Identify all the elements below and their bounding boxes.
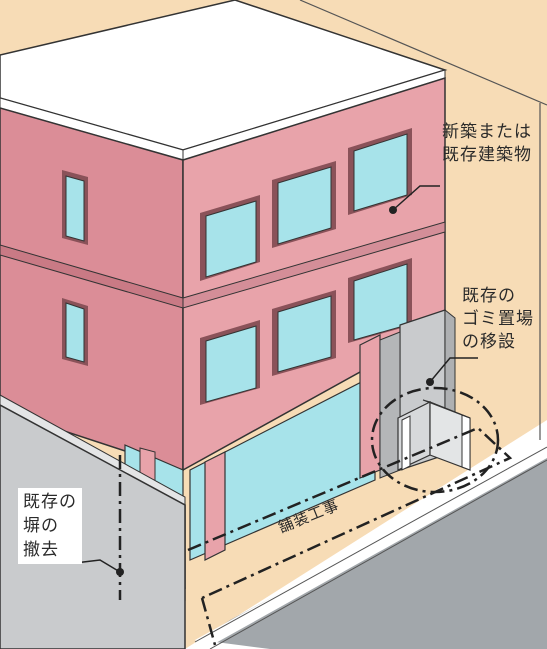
leader-building [392, 185, 440, 211]
label-garbage-line3: の移設 [462, 332, 516, 352]
label-garbage-line2: ゴミ置場 [462, 309, 534, 329]
leader-fence [74, 559, 121, 573]
leader-garbage [429, 357, 478, 383]
garbage-bin [397, 399, 471, 471]
window-row-upper [200, 128, 412, 281]
storefront-glass [189, 374, 376, 561]
label-building: 新築または 既存建築物 [442, 121, 532, 167]
label-fence-line2: 塀の [23, 516, 59, 536]
label-garbage: 既存の ゴミ置場 の移設 [462, 285, 534, 354]
label-building-line2: 既存建築物 [442, 145, 532, 165]
label-garbage-line1: 既存の [462, 286, 516, 306]
window-side [62, 170, 88, 366]
label-building-line1: 新築または [442, 122, 532, 142]
paving-area-outline [187, 426, 513, 600]
pillar [204, 451, 226, 561]
label-fence-line3: 撤去 [23, 540, 59, 560]
window-row-lower [200, 258, 412, 405]
label-fence: 既存の 塀の 撤去 [18, 488, 82, 564]
label-fence-line1: 既存の [23, 492, 77, 512]
